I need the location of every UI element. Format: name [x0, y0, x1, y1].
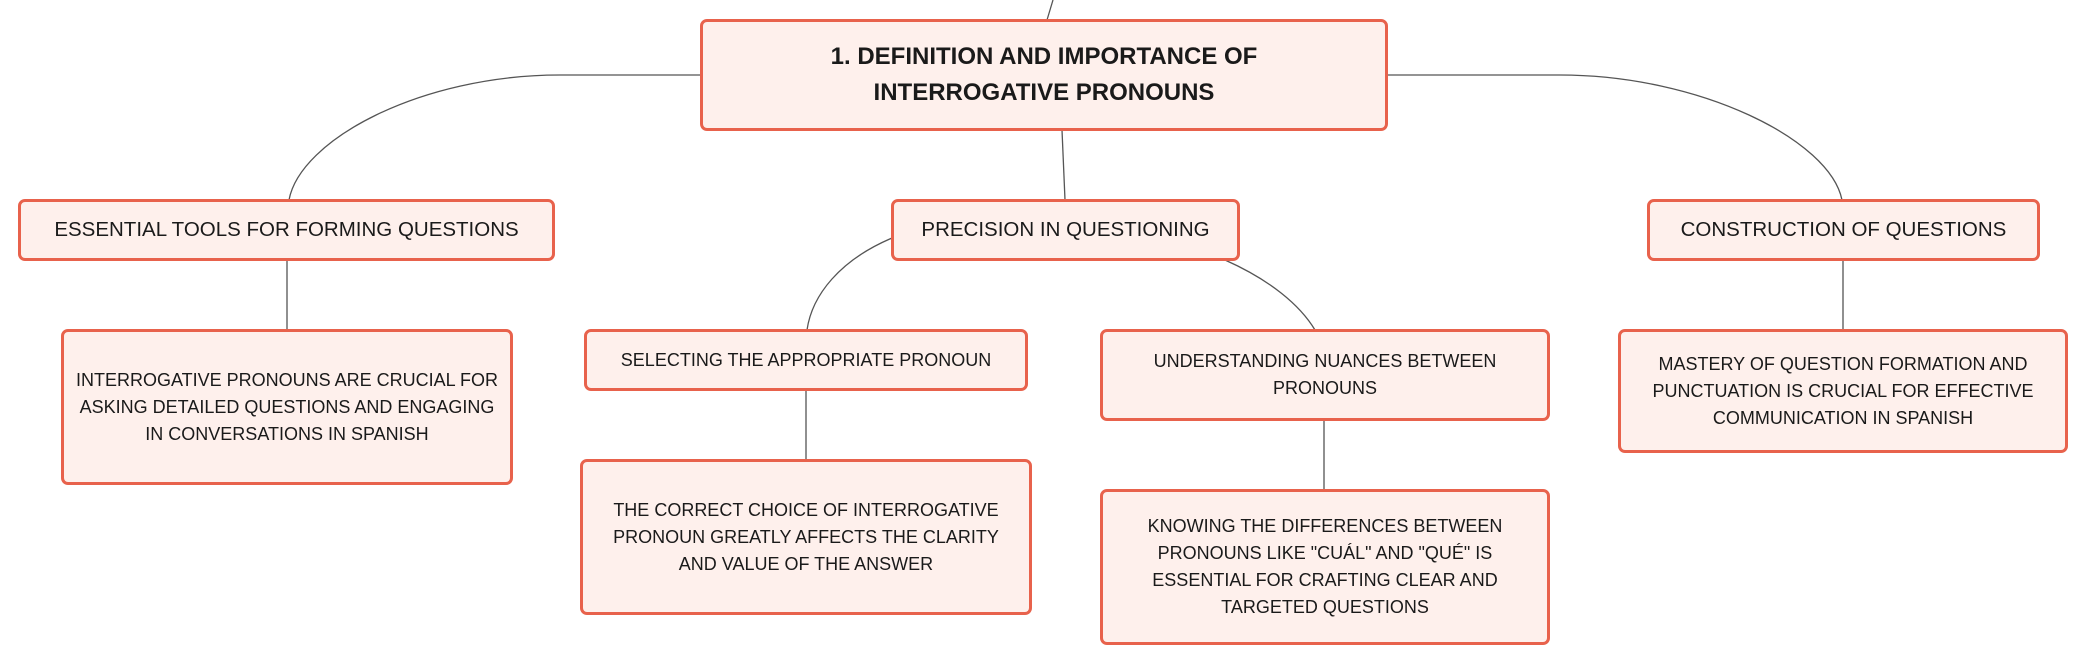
- sub-branch-node-selecting[interactable]: SELECTING THE APPROPRIATE PRONOUN: [584, 329, 1028, 391]
- leaf-node-label: THE CORRECT CHOICE OF INTERROGATIVE PRON…: [613, 499, 999, 574]
- connector-precision-to-selecting: [806, 237, 893, 331]
- root-node-label: 1. DEFINITION AND IMPORTANCE OF INTERROG…: [830, 43, 1258, 106]
- leaf-node-label: KNOWING THE DIFFERENCES BETWEEN PRONOUNS…: [1147, 516, 1503, 617]
- leaf-node-label: MASTERY OF QUESTION FORMATION AND PUNCTU…: [1652, 353, 2034, 428]
- connector-root-to-parent: [1046, 0, 1054, 21]
- root-node[interactable]: 1. DEFINITION AND IMPORTANCE OF INTERROG…: [700, 19, 1388, 131]
- leaf-node-label: INTERROGATIVE PRONOUNS ARE CRUCIAL FOR A…: [75, 369, 499, 444]
- sub-branch-node-label: UNDERSTANDING NUANCES BETWEEN PRONOUNS: [1153, 351, 1497, 398]
- sub-branch-node-nuances[interactable]: UNDERSTANDING NUANCES BETWEEN PRONOUNS: [1100, 329, 1550, 421]
- leaf-node-pronouns-crucial[interactable]: INTERROGATIVE PRONOUNS ARE CRUCIAL FOR A…: [61, 329, 513, 485]
- connector-root-to-essential-tools: [288, 74, 700, 201]
- connector-root-to-precision: [1061, 129, 1066, 201]
- branch-node-label: CONSTRUCTION OF QUESTIONS: [1680, 218, 2007, 241]
- leaf-node-correct-choice[interactable]: THE CORRECT CHOICE OF INTERROGATIVE PRON…: [580, 459, 1032, 615]
- branch-node-essential-tools[interactable]: ESSENTIAL TOOLS FOR FORMING QUESTIONS: [18, 199, 555, 261]
- branch-node-label: ESSENTIAL TOOLS FOR FORMING QUESTIONS: [54, 218, 519, 241]
- connector-root-to-construction: [1387, 74, 1843, 201]
- branch-node-precision[interactable]: PRECISION IN QUESTIONING: [891, 199, 1240, 261]
- connector-precision-to-nuances: [1224, 259, 1316, 331]
- branch-node-label: PRECISION IN QUESTIONING: [921, 218, 1210, 241]
- sub-branch-node-label: SELECTING THE APPROPRIATE PRONOUN: [620, 349, 992, 370]
- leaf-node-mastery[interactable]: MASTERY OF QUESTION FORMATION AND PUNCTU…: [1618, 329, 2068, 453]
- leaf-node-knowing-differences[interactable]: KNOWING THE DIFFERENCES BETWEEN PRONOUNS…: [1100, 489, 1550, 645]
- branch-node-construction[interactable]: CONSTRUCTION OF QUESTIONS: [1647, 199, 2040, 261]
